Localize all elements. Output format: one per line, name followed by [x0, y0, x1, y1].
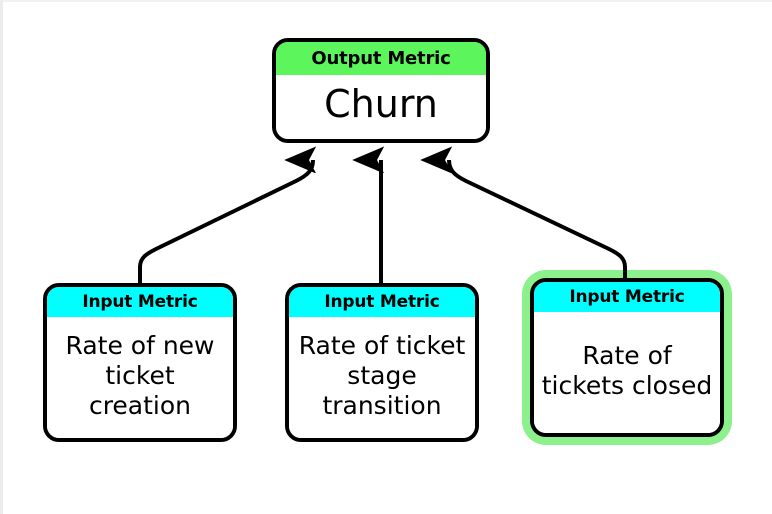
node-output-label: Churn — [276, 75, 486, 139]
node-input-metric-rate-of-tickets-closed[interactable]: Input Metric Rate of tickets closed — [530, 278, 724, 437]
node-input-2-label: Rate of ticket stage transition — [289, 317, 475, 438]
node-input-3-header: Input Metric — [534, 282, 720, 312]
edge-left-path — [138, 160, 313, 283]
node-input-3-label: Rate of tickets closed — [534, 312, 720, 433]
canvas-top-edge — [0, 0, 772, 2]
node-input-2-header: Input Metric — [289, 287, 475, 317]
node-input-1-header: Input Metric — [47, 287, 233, 317]
node-input-1-label: Rate of new ticket creation — [47, 317, 233, 438]
canvas-left-edge — [0, 0, 3, 514]
node-output-header: Output Metric — [276, 42, 486, 75]
node-input-metric-rate-of-new-ticket-creation[interactable]: Input Metric Rate of new ticket creation — [43, 283, 237, 442]
node-input-metric-rate-of-ticket-stage-transition[interactable]: Input Metric Rate of ticket stage transi… — [285, 283, 479, 442]
node-output-metric-churn[interactable]: Output Metric Churn — [272, 38, 490, 143]
edge-right-path — [449, 160, 627, 278]
